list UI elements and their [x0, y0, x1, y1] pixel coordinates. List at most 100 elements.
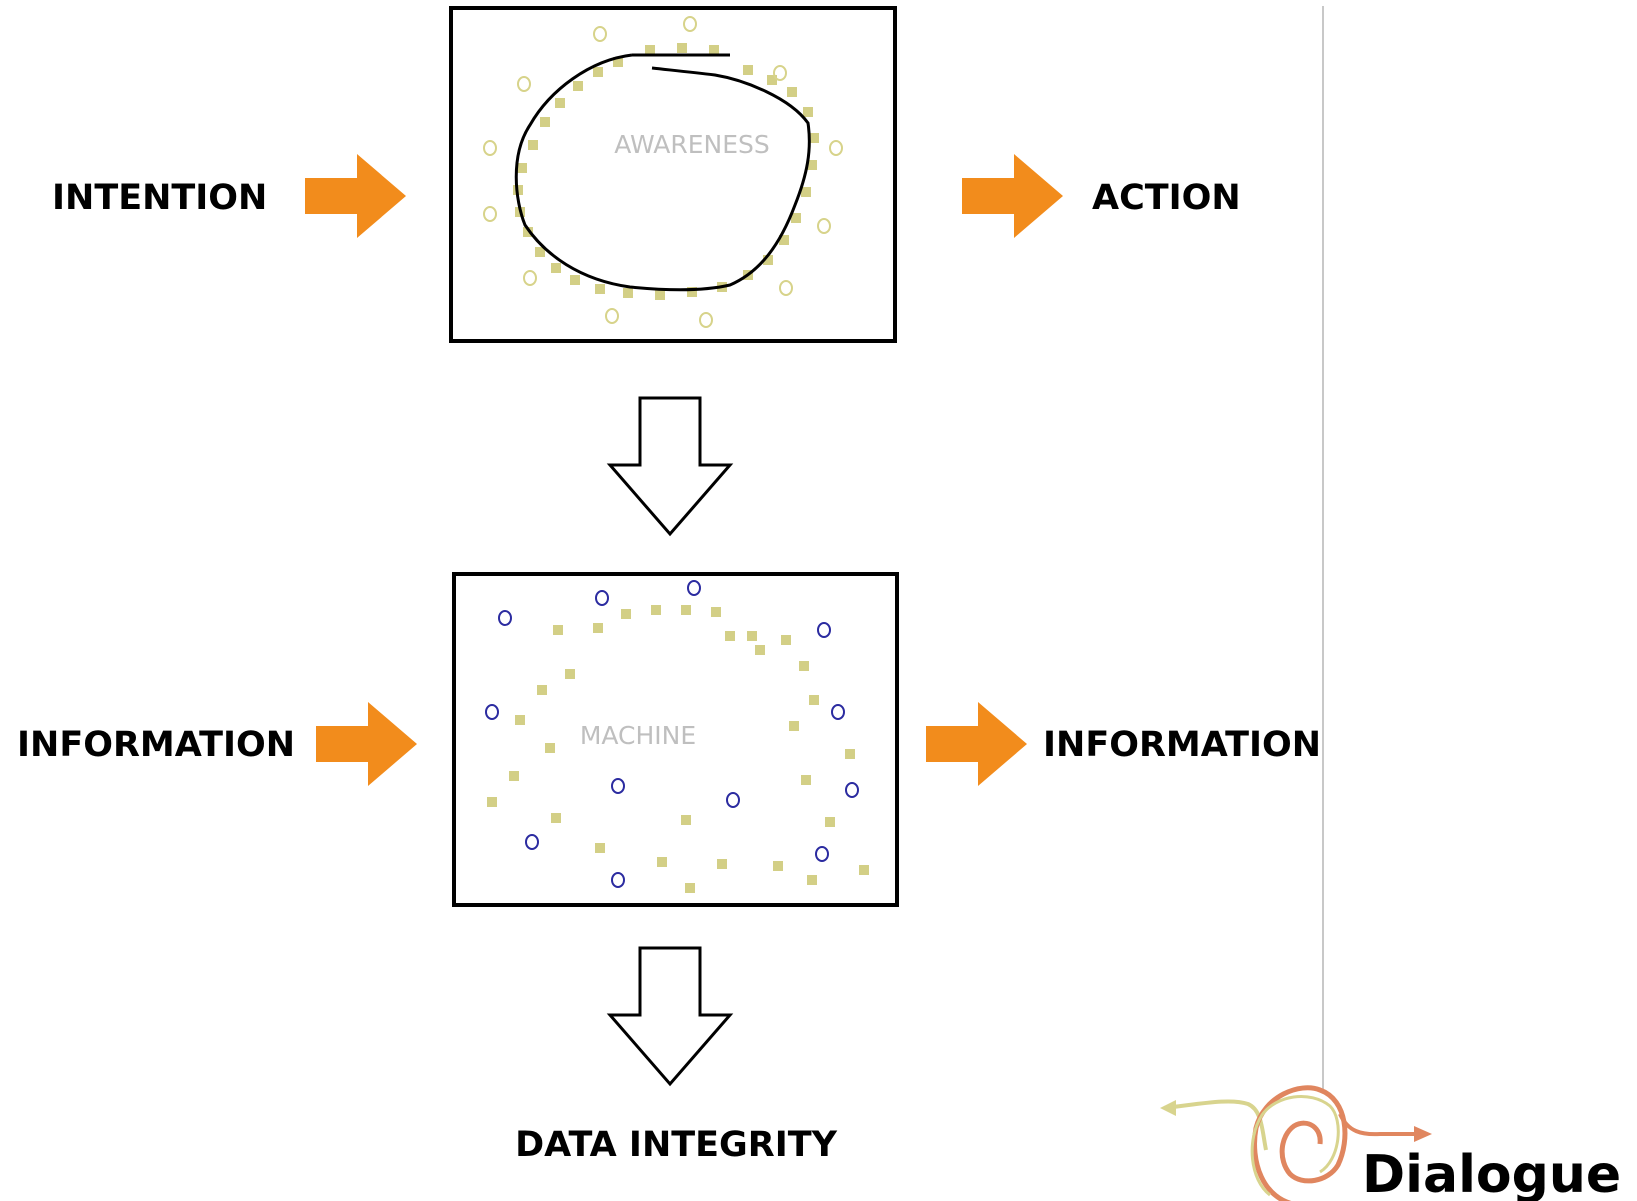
logo-right-arrowhead: [1414, 1126, 1432, 1142]
awareness-dot: [570, 275, 580, 285]
awareness-dot: [595, 284, 605, 294]
awareness-circles: [483, 16, 843, 328]
machine-dot: [809, 695, 819, 705]
awareness-dot: [540, 117, 550, 127]
machine-dot: [807, 875, 817, 885]
awareness-dot: [767, 75, 777, 85]
awareness-dot: [593, 67, 603, 77]
awareness-dot: [623, 288, 633, 298]
information-out-arrow: [926, 702, 1027, 786]
awareness-circle: [817, 218, 831, 234]
awareness-circle: [829, 140, 843, 156]
awareness-circle: [517, 76, 531, 92]
awareness-dot: [763, 255, 773, 265]
awareness-dot: [551, 263, 561, 273]
awareness-circle: [605, 308, 619, 324]
machine-dot: [537, 685, 547, 695]
machine-dot: [553, 625, 563, 635]
awareness-dot: [677, 43, 687, 53]
intention-label: INTENTION: [52, 178, 267, 218]
machine-dot: [565, 669, 575, 679]
awareness-circle: [593, 26, 607, 42]
awareness-circle: [699, 312, 713, 328]
machine-dot: [845, 749, 855, 759]
awareness-outline: [514, 53, 811, 292]
awareness-dot: [779, 235, 789, 245]
down-arrow-1: [606, 396, 734, 537]
machine-dot: [711, 607, 721, 617]
machine-box: MACHINE: [452, 572, 899, 907]
machine-dot: [755, 645, 765, 655]
awareness-dot: [791, 213, 801, 223]
awareness-dot: [787, 87, 797, 97]
machine-dot: [789, 721, 799, 731]
machine-dot: [825, 817, 835, 827]
machine-dot: [509, 771, 519, 781]
awareness-dot: [709, 45, 719, 55]
machine-circle: [815, 846, 829, 862]
awareness-dot: [528, 140, 538, 150]
machine-dot: [657, 857, 667, 867]
logo-text: Dialogue: [1362, 1145, 1621, 1201]
machine-circle: [611, 872, 625, 888]
machine-dot: [595, 843, 605, 853]
awareness-dot: [517, 163, 527, 173]
machine-dot: [859, 865, 869, 875]
logo-right-line: [1338, 1113, 1418, 1137]
machine-circle: [485, 704, 499, 720]
awareness-dot: [655, 290, 665, 300]
machine-circles: [485, 580, 859, 888]
machine-dot: [515, 715, 525, 725]
machine-circle: [845, 782, 859, 798]
machine-dot: [545, 743, 555, 753]
machine-dot: [781, 635, 791, 645]
intention-arrow: [305, 154, 406, 238]
machine-dot: [487, 797, 497, 807]
logo-left-arrowhead: [1160, 1100, 1176, 1116]
machine-dots: [487, 605, 869, 893]
machine-dot: [593, 623, 603, 633]
awareness-dot: [645, 45, 655, 55]
awareness-dot: [743, 65, 753, 75]
machine-label: MACHINE: [580, 721, 696, 750]
information-in-label: INFORMATION: [17, 725, 295, 765]
awareness-circle: [483, 140, 497, 156]
machine-circle: [817, 622, 831, 638]
machine-dot: [551, 813, 561, 823]
machine-dot: [621, 609, 631, 619]
logo-left-line: [1163, 1099, 1268, 1151]
awareness-circle: [683, 16, 697, 32]
machine-dot: [801, 775, 811, 785]
awareness-circle: [779, 280, 793, 296]
machine-dot: [799, 661, 809, 671]
machine-dot: [725, 631, 735, 641]
machine-circle: [525, 834, 539, 850]
machine-dot: [747, 631, 757, 641]
logo-spiral-outer: [1252, 1085, 1348, 1201]
machine-dot: [681, 815, 691, 825]
machine-dot: [773, 861, 783, 871]
machine-circle: [687, 580, 701, 596]
awareness-dot: [803, 107, 813, 117]
awareness-dot: [807, 160, 817, 170]
machine-dot: [685, 883, 695, 893]
machine-circle: [726, 792, 740, 808]
awareness-dot: [687, 287, 697, 297]
machine-dot: [651, 605, 661, 615]
machine-dot: [717, 859, 727, 869]
machine-circle: [498, 610, 512, 626]
machine-circle: [595, 590, 609, 606]
awareness-circle: [523, 270, 537, 286]
machine-dot: [681, 605, 691, 615]
awareness-circle: [483, 206, 497, 222]
action-arrow: [962, 154, 1063, 238]
awareness-circle: [773, 65, 787, 81]
awareness-dot: [809, 133, 819, 143]
action-label: ACTION: [1092, 178, 1241, 218]
awareness-dot: [613, 57, 623, 67]
awareness-dot: [573, 81, 583, 91]
awareness-dot: [555, 98, 565, 108]
dialogue-logo: Dialogue: [1160, 1085, 1621, 1201]
data-integrity-label: DATA INTEGRITY: [515, 1125, 838, 1165]
